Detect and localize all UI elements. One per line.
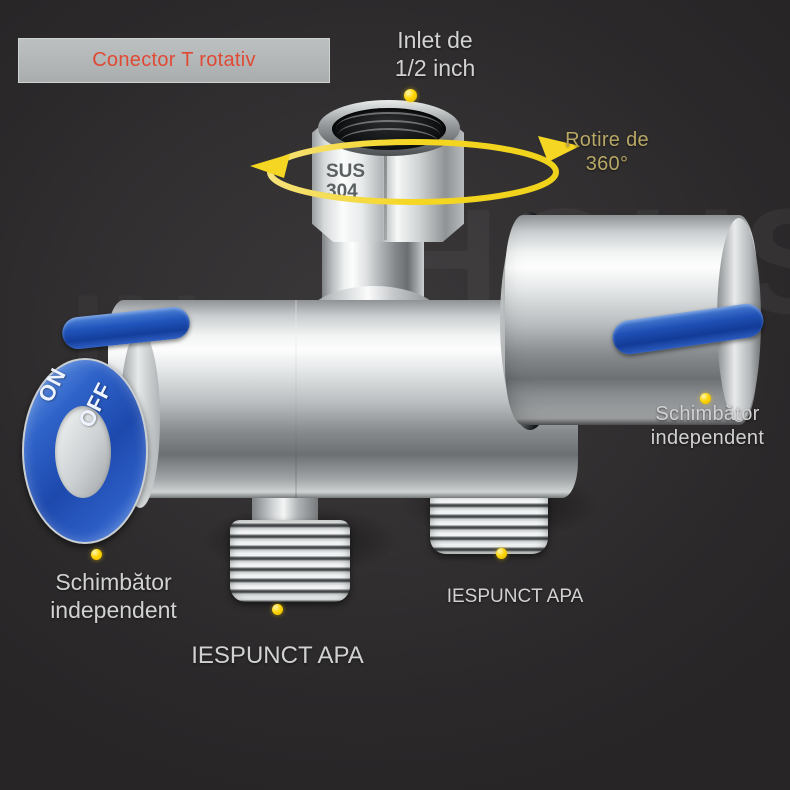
hex-nut-seam (384, 118, 387, 240)
rotation-ellipse (267, 139, 559, 205)
callout-inlet-size: Inlet de 1/2 inch (394, 27, 476, 82)
rotation-arrow-left (250, 154, 290, 178)
inlet-thread-1 (336, 112, 442, 144)
callout-rotation-360: Rotire de 360° (565, 129, 649, 176)
callout-outlet-b: IESPUNCT APA (446, 586, 584, 607)
material-mark-line1: SUS (326, 161, 366, 182)
marker-dot-left-switch (91, 549, 102, 560)
marker-dot-right-switch (700, 393, 711, 404)
rotation-arrow-right (538, 136, 580, 162)
inlet-thread-2 (338, 120, 440, 150)
callout-outlet-a: IESPUNCT APA (191, 642, 364, 669)
left-switch-knob-hub (55, 406, 111, 498)
title-banner: Conector T rotativ (18, 38, 330, 83)
title-banner-text: Conector T rotativ (92, 49, 256, 71)
marker-dot-outlet-a (272, 604, 283, 615)
callout-right-switch: Schimbător independent (650, 403, 765, 450)
callout-left-switch: Schimbător independent (50, 569, 177, 624)
marker-dot-outlet-b (496, 548, 507, 559)
rotation-360-indicator (250, 136, 580, 205)
outlet-a-threads (230, 520, 350, 602)
inlet-thread-3 (340, 128, 438, 156)
marker-dot-inlet (404, 89, 417, 102)
